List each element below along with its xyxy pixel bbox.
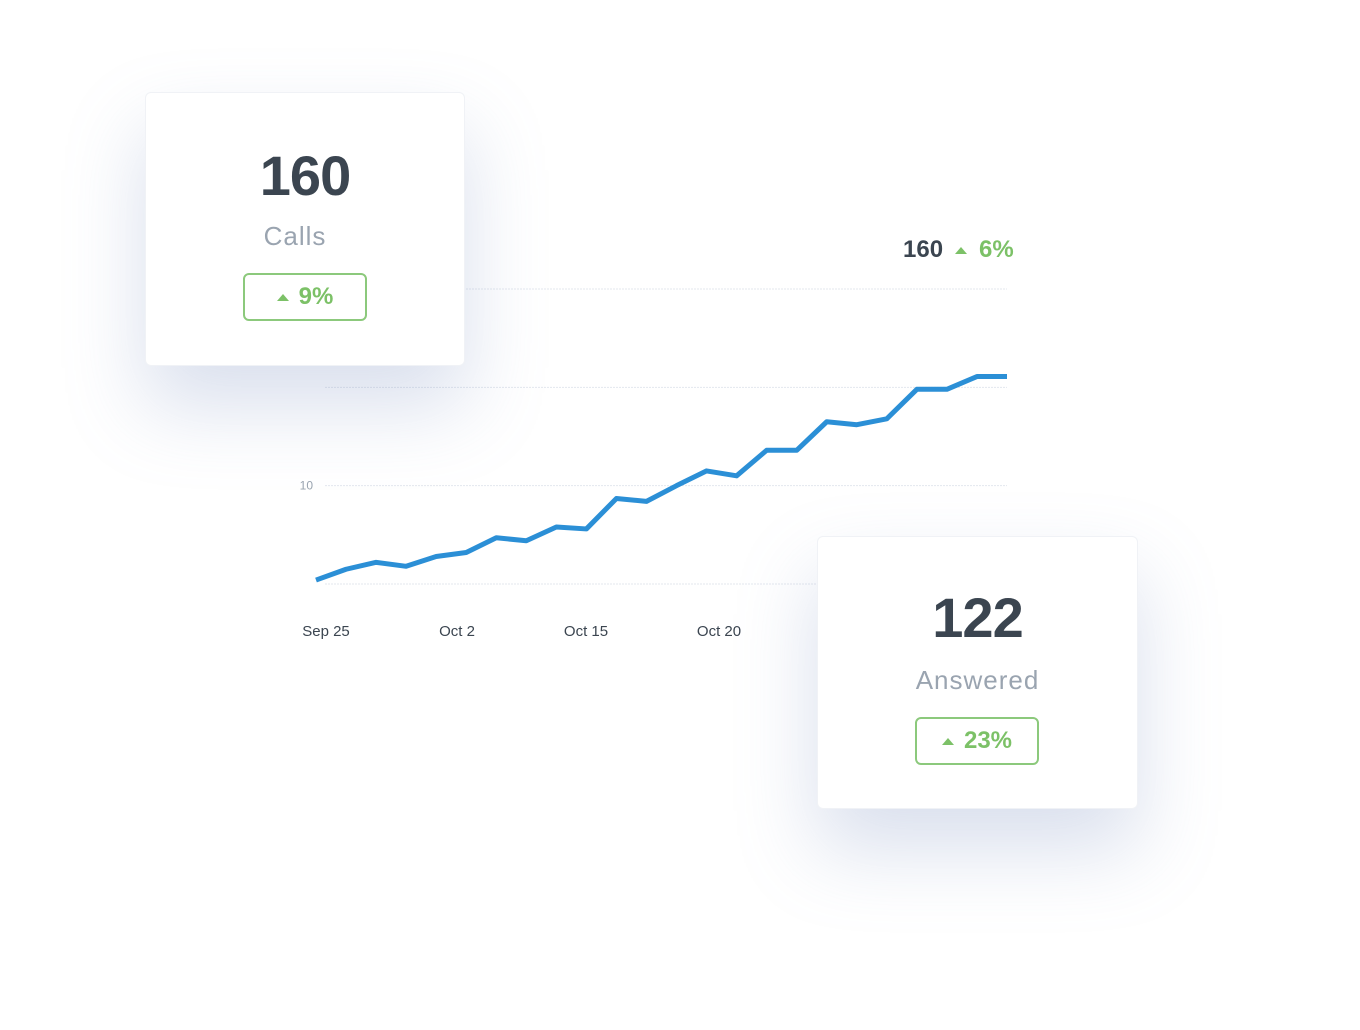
arrow-up-icon [955, 246, 968, 254]
x-tick-label: Sep 25 [302, 623, 350, 640]
calls-card: 160 Calls 9% [145, 92, 465, 366]
calls-change: 9% [298, 283, 334, 310]
arrow-up-icon [941, 737, 954, 745]
x-tick-label: Oct 15 [564, 623, 608, 640]
summary-change: 6% [979, 236, 1014, 263]
answered-value: 122 [932, 586, 1023, 649]
answered-change-badge: 23% [915, 717, 1039, 765]
x-tick-label: Oct 20 [697, 623, 741, 640]
y-tick-label: 10 [300, 479, 314, 493]
summary-total: 160 [903, 236, 944, 263]
arrow-up-icon [276, 293, 289, 301]
answered-label: Answered [915, 665, 1040, 695]
answered-card: 122 Answered 23% [817, 536, 1138, 809]
series-line-calls [315, 374, 1007, 583]
x-tick-label: Oct 2 [439, 623, 475, 640]
calls-label: Calls [263, 221, 327, 251]
answered-change: 23% [963, 727, 1013, 754]
chart-summary: 160 6% [903, 236, 1014, 264]
calls-value: 160 [259, 144, 351, 207]
calls-change-badge: 9% [243, 273, 367, 321]
